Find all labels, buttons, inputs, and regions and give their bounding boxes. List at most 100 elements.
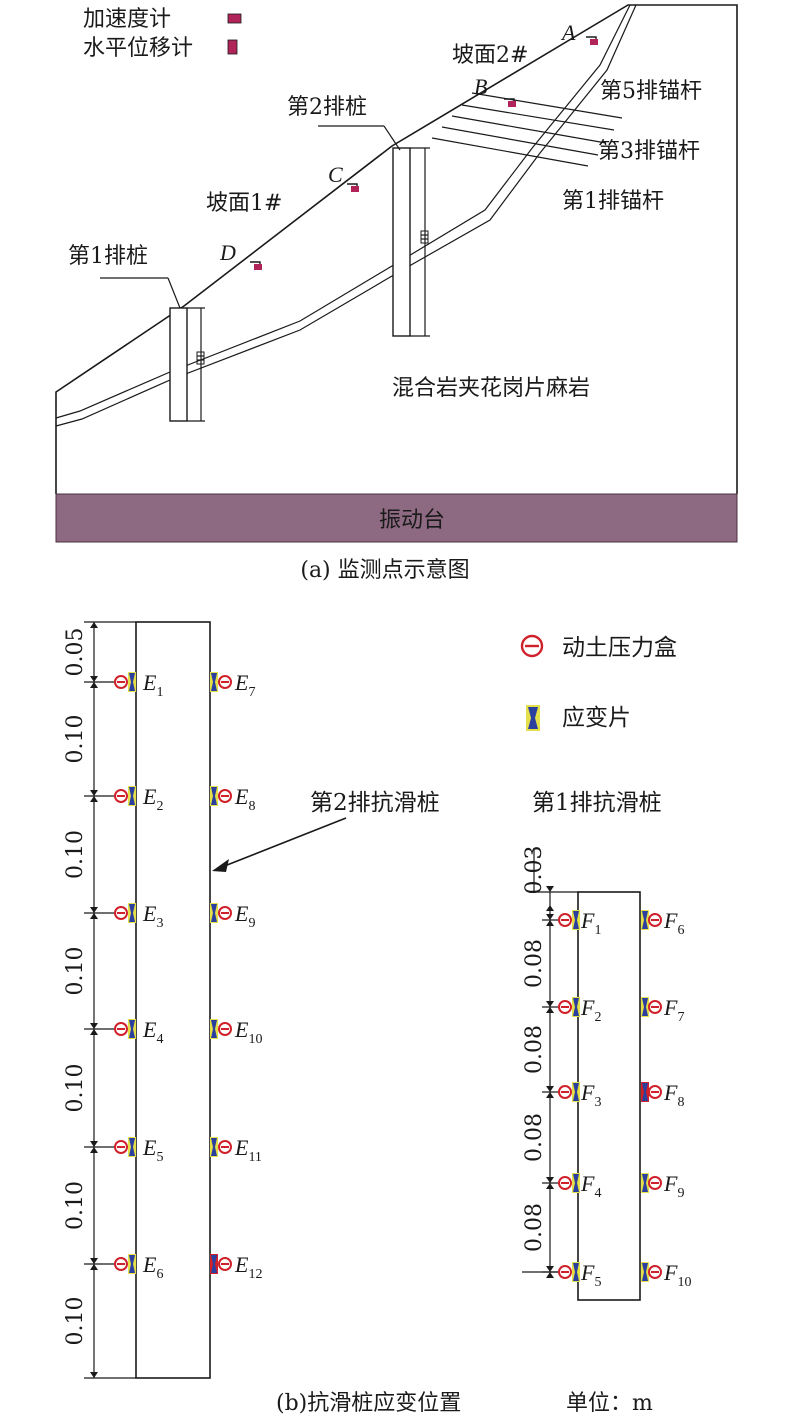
strain-gauge-E10 [210, 1019, 218, 1039]
anchor-row-1-label: 第1排锚杆 [562, 189, 664, 214]
pressure-box-E12 [218, 1257, 232, 1271]
pressure-box-E8 [218, 789, 232, 803]
point-label-A: A [560, 20, 576, 45]
strain-gauge-F7 [641, 997, 649, 1017]
label-E2: E2 [142, 784, 163, 814]
label-E7: E7 [234, 670, 255, 700]
pile-row-2 [392, 147, 411, 337]
legend-pressure-box-label: 动土压力盒 [562, 635, 677, 661]
pressure-box-F2 [558, 1000, 572, 1014]
pile-2-dim-5: 0.10 [63, 1181, 88, 1230]
label-E3: E3 [142, 901, 163, 931]
pressure-box-E1 [114, 675, 128, 689]
strain-gauge-E6 [128, 1254, 136, 1274]
label-F8: F8 [663, 1080, 684, 1110]
caption-a: (a) 监测点示意图 [300, 558, 469, 583]
pile-2-dim-3: 0.10 [63, 947, 88, 996]
label-E10: E10 [234, 1017, 262, 1047]
pile-2-dim-0: 0.05 [63, 628, 88, 677]
pressure-box-E9 [218, 906, 232, 920]
pressure-box-F9 [648, 1176, 662, 1190]
shaking-table [55, 493, 738, 543]
label-F5: F5 [580, 1260, 601, 1290]
strain-gauge-F9 [641, 1173, 649, 1193]
label-E8: E8 [234, 784, 255, 814]
monitor-point-D [250, 261, 262, 270]
pressure-box-F4 [558, 1176, 572, 1190]
strain-gauge-F1 [572, 910, 580, 930]
pile1-displacement-meter [196, 351, 205, 365]
pressure-box-E6 [114, 1257, 128, 1271]
label-F2: F2 [580, 995, 601, 1025]
sliding-surface-lower [55, 4, 637, 427]
slope-model-outline [55, 4, 738, 494]
legend-accelerometer-label: 加速度计 [83, 7, 171, 32]
label-E6: E6 [142, 1252, 163, 1282]
pile-2-body [135, 621, 211, 1379]
pile-2-dim-6: 0.10 [63, 1297, 88, 1346]
pile-2-dim-2: 0.10 [63, 830, 88, 879]
label-F6: F6 [663, 908, 684, 938]
label-F9: F9 [663, 1171, 684, 1201]
label-E1: E1 [142, 670, 163, 700]
pile-row-1-label: 第1排桩 [68, 244, 148, 269]
strain-gauge-E12 [210, 1254, 218, 1274]
pressure-box-legend-icon [520, 634, 544, 658]
pile-1-dim-2: 0.08 [522, 1025, 547, 1074]
pressure-box-E10 [218, 1022, 232, 1036]
panel-b-diagram: 0.050.100.100.100.100.100.10 0.030.080.0… [63, 621, 691, 1416]
displacement-meter-icon [227, 39, 238, 55]
point-label-C: C [328, 162, 343, 187]
label-F10: F10 [663, 1260, 691, 1290]
point-label-B: B [474, 74, 487, 99]
pressure-box-E11 [218, 1140, 232, 1154]
strain-gauge-F8 [641, 1082, 649, 1102]
monitor-point-A [586, 36, 598, 45]
strain-gauge-E2 [128, 786, 136, 806]
strain-gauge-E7 [210, 672, 218, 692]
pile-2-title: 第2排抗滑桩 [310, 790, 440, 816]
pressure-box-F3 [558, 1085, 572, 1099]
label-F1: F1 [580, 908, 601, 938]
pile-2-dim-1: 0.10 [63, 715, 88, 764]
pile-1-dim-3: 0.08 [522, 1113, 547, 1162]
pile-2-dim-4: 0.10 [63, 1064, 88, 1113]
strain-gauge-F6 [641, 910, 649, 930]
pressure-box-F1 [558, 913, 572, 927]
pressure-box-F10 [648, 1265, 662, 1279]
pressure-box-E2 [114, 789, 128, 803]
label-E4: E4 [142, 1017, 163, 1047]
pressure-box-E5 [114, 1140, 128, 1154]
label-E9: E9 [234, 901, 255, 931]
pressure-box-F5 [558, 1265, 572, 1279]
strain-gauge-E3 [128, 903, 136, 923]
unit-label: 单位：m [566, 1391, 653, 1416]
label-F4: F4 [580, 1171, 601, 1201]
strain-gauge-E1 [128, 672, 136, 692]
pile-2-pointer-arrow [212, 817, 347, 872]
rock-type-label: 混合岩夹花岗片麻岩 [392, 376, 590, 401]
slope-1-label: 坡面1# [206, 191, 282, 216]
accelerometer-icon [227, 13, 242, 24]
strain-gauge-E8 [210, 786, 218, 806]
pile2-displacement-meter [420, 230, 429, 244]
sliding-surface-upper [55, 4, 631, 419]
slope-2-label: 坡面2# [452, 43, 528, 68]
strain-gauge-F3 [572, 1082, 580, 1102]
pressure-box-F7 [648, 1000, 662, 1014]
anchor-rods [431, 92, 623, 167]
strain-gauge-F4 [572, 1173, 580, 1193]
strain-gauge-F2 [572, 997, 580, 1017]
pressure-box-F6 [648, 913, 662, 927]
pile-row-2-label: 第2排桩 [287, 95, 367, 120]
pile-row-1 [169, 307, 188, 422]
pile-1-dim-4: 0.08 [522, 1203, 547, 1252]
pressure-box-E7 [218, 675, 232, 689]
caption-b: (b)抗滑桩应变位置 [276, 1391, 461, 1416]
shaking-table-label: 振动台 [379, 508, 445, 533]
label-E11: E11 [234, 1135, 262, 1165]
pressure-box-E4 [114, 1022, 128, 1036]
label-E12: E12 [234, 1252, 262, 1282]
label-F7: F7 [663, 995, 684, 1025]
